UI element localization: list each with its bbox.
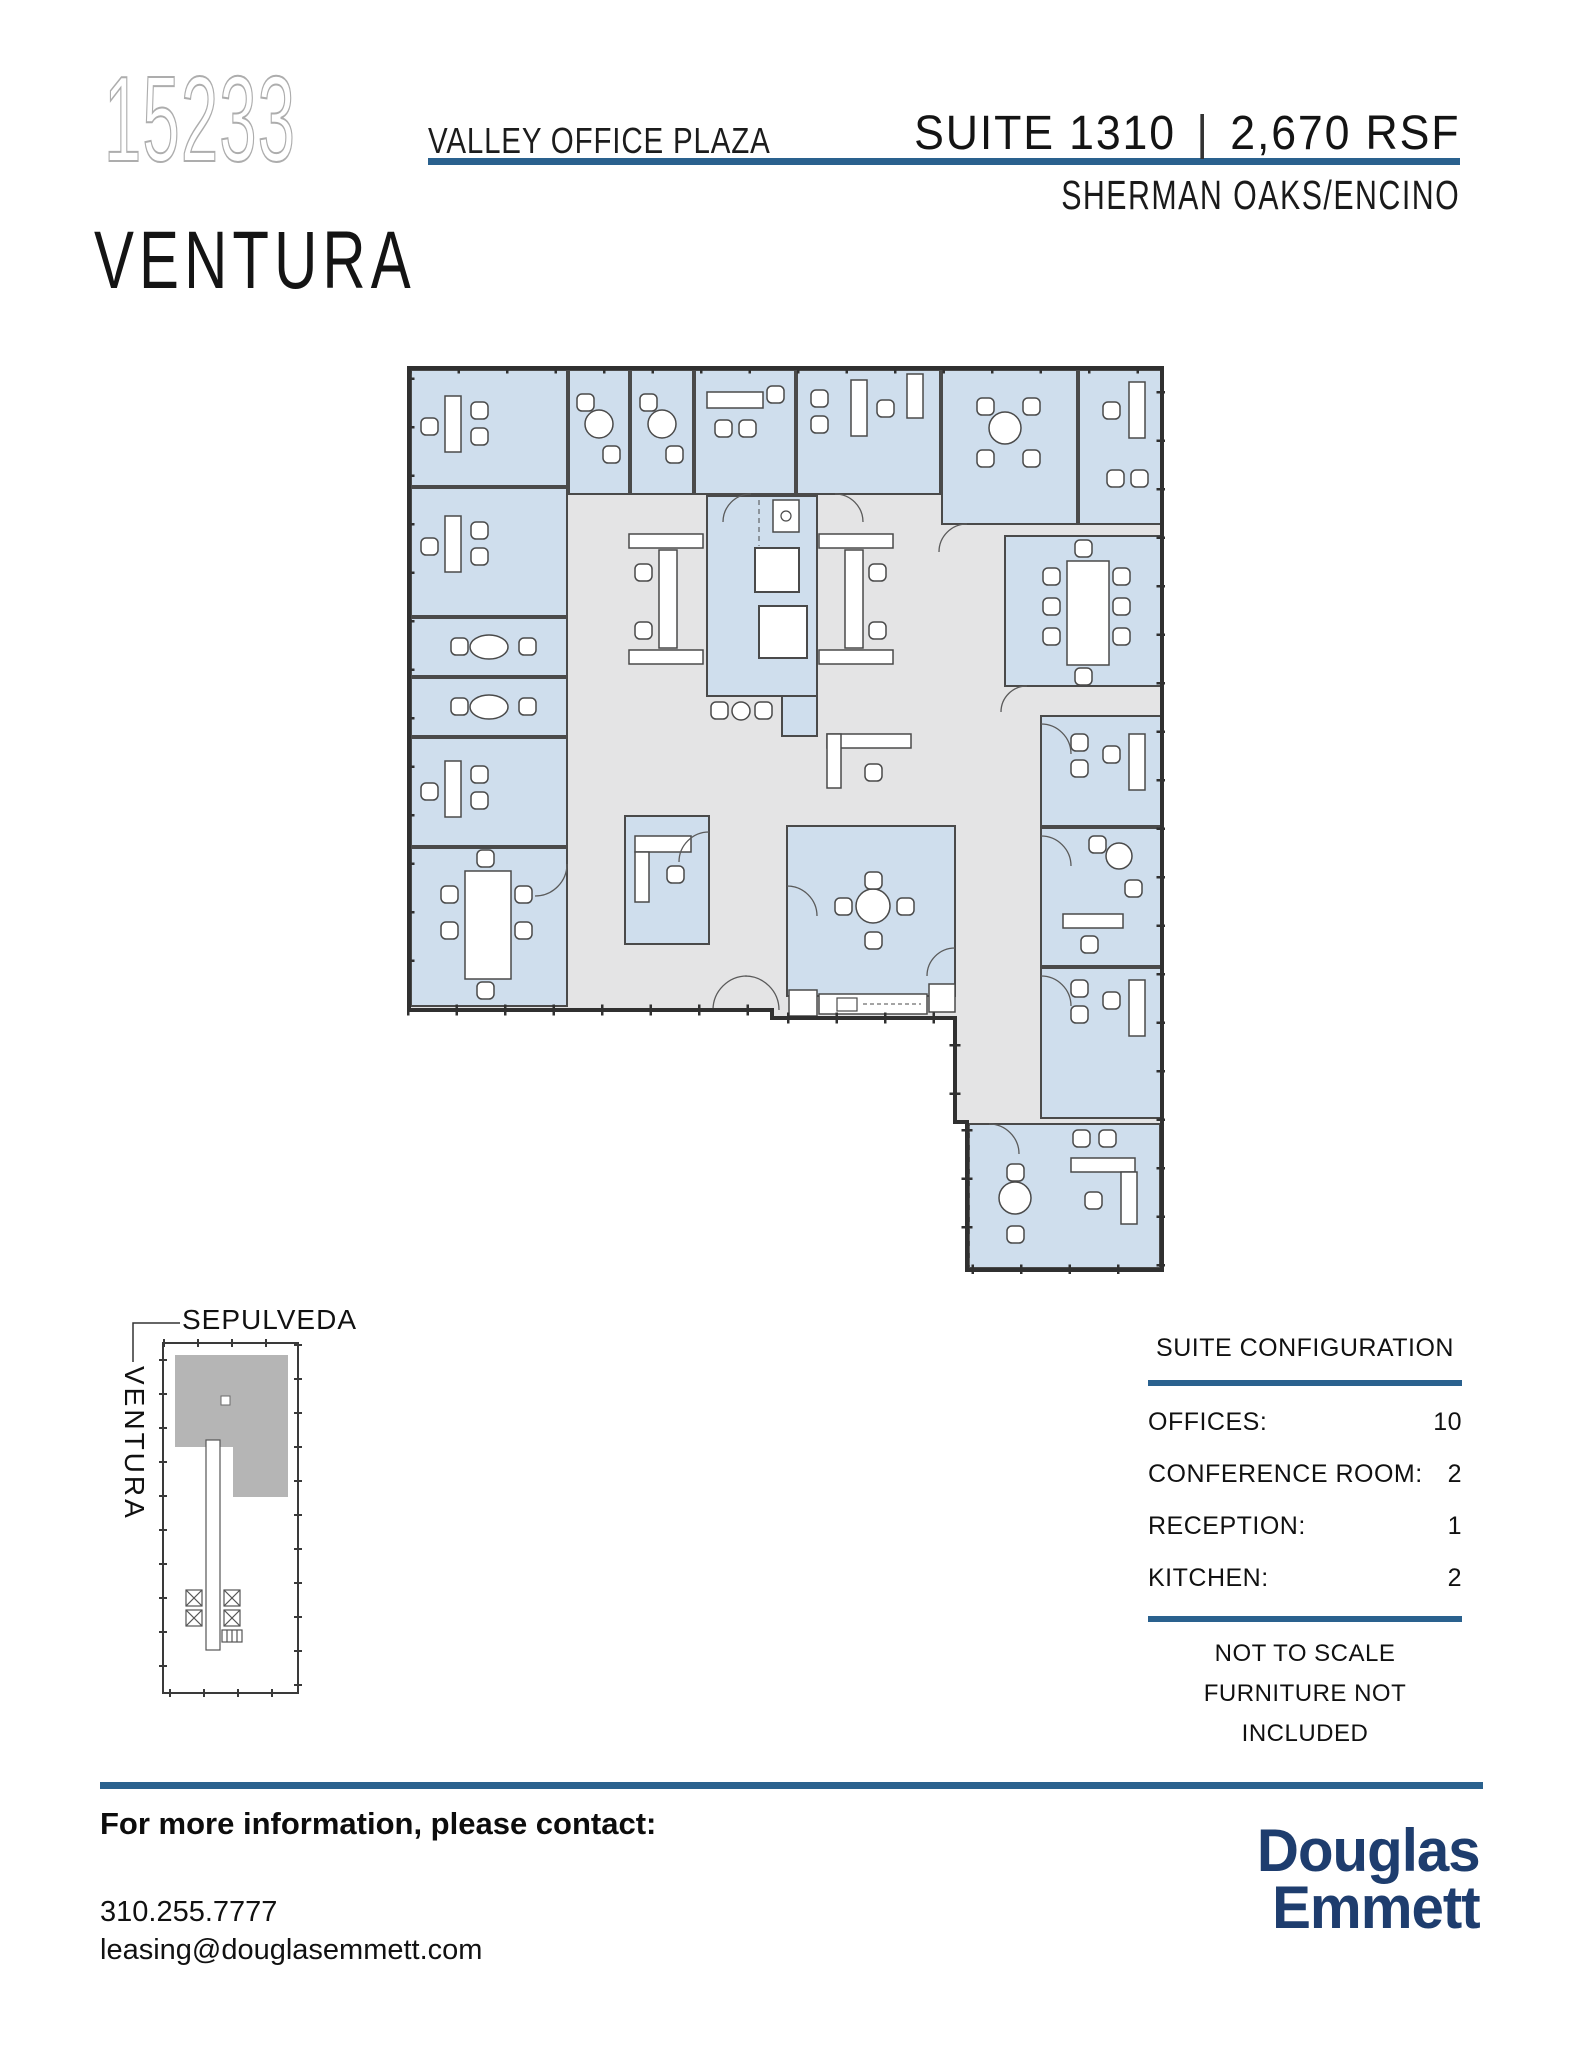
address-street: VENTURA: [94, 215, 416, 306]
config-row-conference: CONFERENCE ROOM: 2: [1148, 1448, 1462, 1500]
config-value: 2: [1447, 1563, 1462, 1592]
separator: |: [1195, 107, 1210, 160]
submarket-label: SHERMAN OAKS/ENCINO: [1060, 172, 1460, 218]
config-title: SUITE CONFIGURATION: [1156, 1334, 1454, 1362]
suite-location-shade: [175, 1355, 288, 1497]
suite-configuration: SUITE CONFIGURATION OFFICES: 10 CONFEREN…: [1148, 1334, 1462, 1754]
config-value: 2: [1447, 1459, 1462, 1488]
street-label-sepulveda: SEPULVEDA: [182, 1304, 357, 1335]
config-label: CONFERENCE ROOM:: [1148, 1459, 1423, 1488]
config-label: KITCHEN:: [1148, 1563, 1269, 1592]
floor-plan: [407, 366, 1165, 1274]
config-value: 1: [1447, 1511, 1462, 1540]
logo-line1: Douglas: [1257, 1817, 1481, 1884]
copy-room-alcove: [781, 695, 818, 737]
key-plan: [132, 1322, 302, 1697]
config-divider-bottom: [1148, 1616, 1462, 1622]
building-core: [185, 1439, 243, 1651]
config-label: RECEPTION:: [1148, 1511, 1306, 1540]
suite-rsf: 2,670 RSF: [1229, 107, 1460, 160]
footer-divider: [100, 1782, 1483, 1789]
workstation-pod: [628, 533, 704, 665]
config-row-reception: RECEPTION: 1: [1148, 1500, 1462, 1552]
contact-heading: For more information, please contact:: [100, 1806, 657, 1841]
config-divider-top: [1148, 1380, 1462, 1386]
note-furniture: FURNITURE NOT INCLUDED: [1203, 1680, 1407, 1747]
suite-outline-fill: [409, 368, 1162, 1270]
copy-room: [706, 495, 818, 697]
suite-title: SUITE 1310 | 2,670 RSF: [914, 106, 1460, 161]
door-swings: [534, 493, 1072, 1155]
window-ticks: [407, 366, 1165, 1274]
douglas-emmett-logo: Douglas Emmett: [1257, 1817, 1481, 1941]
reception-desk: [826, 733, 912, 789]
workstation-pod: [818, 533, 894, 665]
furniture: [420, 373, 1149, 1244]
suite-number: SUITE 1310: [913, 107, 1176, 160]
contact-phone: 310.255.7777: [100, 1896, 278, 1928]
callout-line: [132, 1322, 180, 1362]
logo-line2: Emmett: [1272, 1874, 1481, 1941]
address-number: 15233: [103, 51, 297, 187]
config-row-offices: OFFICES: 10: [1148, 1396, 1462, 1448]
header-divider: [428, 158, 1460, 165]
office-room: [1078, 369, 1163, 525]
config-value: 10: [1433, 1407, 1462, 1436]
config-label: OFFICES:: [1148, 1407, 1268, 1436]
building-name: VALLEY OFFICE PLAZA: [428, 120, 771, 161]
contact-email: leasing@douglasemmett.com: [100, 1934, 483, 1966]
config-row-kitchen: KITCHEN: 2: [1148, 1552, 1462, 1604]
note-not-to-scale: NOT TO SCALE: [1214, 1640, 1396, 1667]
meeting-room: [941, 369, 1078, 525]
